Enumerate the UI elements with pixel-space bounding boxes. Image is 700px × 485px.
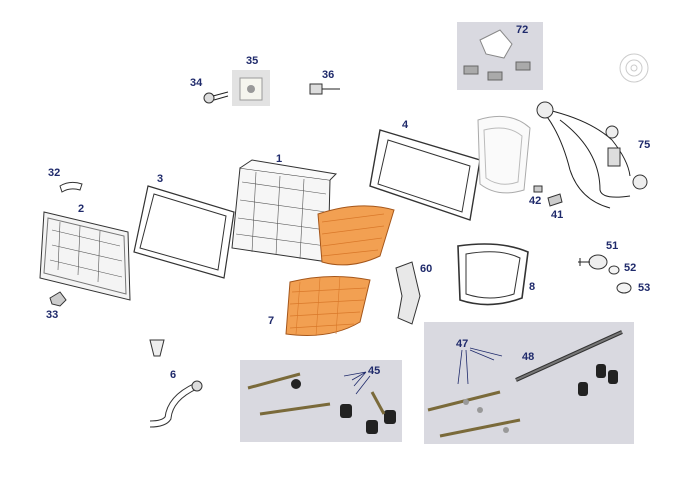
callout-48: 48 (522, 351, 534, 363)
callout-36: 36 (322, 69, 334, 81)
part-7-indicator-lens (285, 275, 371, 337)
callout-6: 6 (170, 369, 176, 381)
headlight-reflector (477, 115, 531, 194)
callout-53: 53 (638, 282, 650, 294)
callout-47: 47 (456, 338, 468, 350)
part-6-hose (149, 380, 203, 428)
callout-34: 34 (190, 77, 203, 89)
callout-33: 33 (46, 309, 58, 321)
callout-35: 35 (246, 55, 258, 67)
part-60-bracket (395, 261, 421, 325)
callout-51: 51 (606, 240, 618, 252)
part-41-clip (547, 193, 563, 207)
callout-75: 75 (638, 139, 650, 151)
part-2-headlight-lens (39, 211, 131, 301)
part-32-clip (59, 181, 83, 193)
part-35-photo (232, 70, 270, 106)
callout-41: 41 (551, 209, 563, 221)
leader-lines (343, 347, 503, 395)
callout-60: 60 (420, 263, 432, 275)
part-52-bulb (608, 265, 620, 275)
part-36-screw (309, 83, 340, 95)
part-42-clip (533, 185, 543, 193)
part-51-bulb (578, 254, 608, 270)
part-33-clip (49, 291, 67, 307)
part-34-screw (203, 91, 229, 104)
callout-1: 1 (276, 153, 282, 165)
callout-52: 52 (624, 262, 636, 274)
callout-7: 7 (268, 315, 274, 327)
part-47-48-photo (424, 322, 634, 444)
grommet (149, 339, 165, 357)
callout-3: 3 (157, 173, 163, 185)
callout-4: 4 (402, 119, 409, 131)
callout-42: 42 (529, 195, 541, 207)
part-72-photo (457, 22, 543, 90)
callout-2: 2 (78, 203, 84, 215)
faint-lamp-socket (619, 53, 649, 83)
callout-8: 8 (529, 281, 535, 293)
part-75-wiring-harness (536, 101, 648, 209)
part-3-gasket (133, 185, 235, 279)
part-53-bulb (616, 282, 632, 294)
callout-45: 45 (368, 365, 380, 377)
part-4-frame (369, 129, 481, 221)
amber-corner-lens-upper (317, 205, 395, 266)
part-45-photo (240, 360, 402, 442)
callout-32: 32 (48, 167, 60, 179)
callout-72: 72 (516, 24, 528, 36)
part-8-bezel (457, 243, 529, 306)
